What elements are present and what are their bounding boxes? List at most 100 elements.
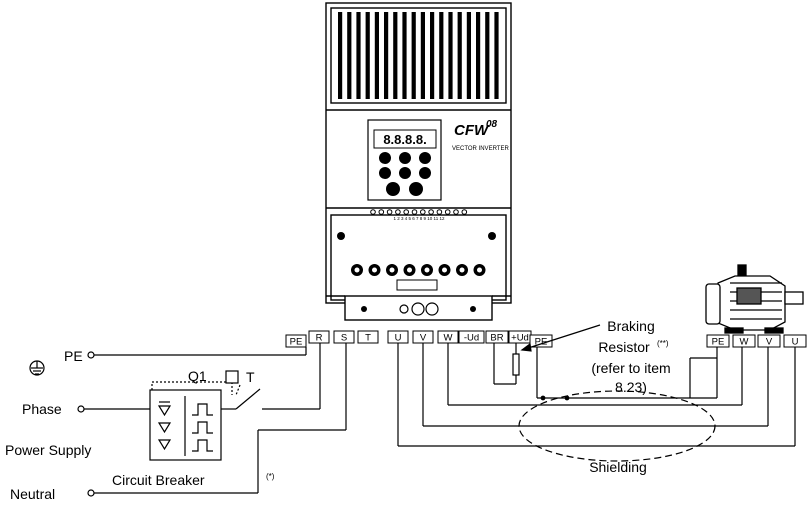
braking-resistor-label-1: Braking (607, 318, 654, 334)
down-key[interactable] (379, 167, 391, 179)
vent-slot (439, 12, 444, 99)
drive-terminal-u: U (387, 330, 409, 344)
drive-terminal-v: V (412, 330, 434, 344)
power-terminal-screws (351, 264, 486, 276)
terminal-label-plate (396, 279, 438, 291)
vent-slot (384, 12, 389, 99)
motor-terminal-block: PE W V U (706, 334, 807, 348)
drive-terminal-br: BR (485, 330, 509, 344)
svg-text:PE: PE (290, 337, 303, 348)
vent-slot (430, 12, 435, 99)
t-label: T (246, 369, 255, 385)
vent-slot (411, 12, 416, 99)
pe-label: PE (64, 348, 83, 364)
circuit-breaker-note: (*) (266, 472, 275, 481)
vent-slot (485, 12, 490, 99)
svg-text:W: W (740, 337, 749, 348)
start-key[interactable] (419, 152, 431, 164)
mounting-screw-right (488, 232, 496, 240)
vent-slot (457, 12, 462, 99)
svg-text:T: T (365, 333, 371, 344)
control-terminal (444, 209, 451, 215)
stop-key[interactable] (419, 167, 431, 179)
brand-logo: CFW 08 VECTOR INVERTER (452, 119, 509, 152)
wiring (29, 324, 796, 497)
circuit-breaker (149, 370, 239, 461)
control-terminal (428, 209, 434, 215)
svg-text:V: V (420, 333, 427, 344)
jog-key[interactable] (399, 167, 411, 179)
svg-text:PE: PE (712, 337, 725, 348)
vent-slot (448, 12, 453, 99)
control-terminal (461, 209, 468, 215)
mounting-screw-left (337, 232, 345, 240)
control-terminal (386, 209, 393, 215)
circuit-breaker-label: Circuit Breaker (112, 472, 205, 488)
neutral-label: Neutral (10, 486, 55, 502)
svg-text:S: S (341, 333, 347, 344)
motor-terminal-u: U (783, 334, 807, 348)
gland-plate (361, 302, 476, 316)
svg-text:U: U (395, 333, 402, 344)
drive-terminal-r: R (308, 330, 330, 344)
control-terminal (436, 209, 443, 215)
vent-slot (365, 12, 370, 99)
control-terminal (370, 209, 376, 215)
control-terminal (403, 209, 410, 215)
vent-slot (466, 12, 471, 99)
heatsink-vents (338, 12, 499, 99)
local-remote-key[interactable] (386, 182, 400, 196)
braking-resistor-label-2: Resistor (598, 339, 650, 355)
svg-text:-Ud: -Ud (464, 333, 479, 344)
motor-terminal-v: V (757, 334, 781, 348)
braking-refer-label-2: 8.23) (615, 379, 647, 395)
vent-slot (393, 12, 398, 99)
svg-text:U: U (792, 337, 799, 348)
vent-slot (402, 12, 407, 99)
brand-name: CFW (454, 122, 490, 139)
braking-resistor-note: (**) (657, 339, 669, 348)
drive-terminal-plusud: +Ud (508, 330, 532, 344)
keypad-display: 8.8.8.8. (383, 132, 426, 147)
drive-terminal-s: S (333, 330, 355, 344)
braking-refer-label-1: (refer to item (591, 360, 670, 376)
up-key[interactable] (379, 152, 391, 164)
svg-text:V: V (766, 337, 773, 348)
q1-label: Q1 (188, 368, 207, 384)
control-terminal-strip: 1 2 3 4 5 6 7 8 9 10 11 12 (337, 209, 496, 240)
control-terminal-numbers: 1 2 3 4 5 6 7 8 9 10 11 12 (394, 216, 445, 221)
prog-key[interactable] (399, 152, 411, 164)
vent-slot (476, 12, 481, 99)
svg-text:BR: BR (490, 333, 503, 344)
brand-subtitle: VECTOR INVERTER (452, 146, 509, 152)
vent-slot (356, 12, 361, 99)
vent-slot (347, 12, 352, 99)
power-supply-label: Power Supply (5, 442, 91, 458)
drive-terminal-block: PE R S T U V W -Ud BR +Ud PE (285, 330, 553, 348)
vent-slot (420, 12, 425, 99)
control-terminal (395, 209, 401, 215)
vent-slot (494, 12, 499, 99)
motor-terminal-pe: PE (706, 334, 730, 348)
control-terminal (411, 209, 418, 215)
keypad: 8.8.8.8. (367, 119, 442, 201)
control-terminal (420, 209, 426, 215)
brand-series: 08 (486, 119, 498, 130)
phase-label: Phase (22, 401, 62, 417)
braking-resistor (512, 353, 520, 376)
drive-terminal-w: W (437, 330, 459, 344)
svg-text:+Ud: +Ud (511, 333, 529, 344)
svg-text:W: W (444, 333, 453, 344)
control-terminal (453, 209, 459, 215)
shielding-label: Shielding (589, 459, 647, 475)
vent-slot (374, 12, 379, 99)
motor (705, 264, 804, 334)
svg-text:PE: PE (535, 337, 548, 348)
drive-terminal-minusud: -Ud (458, 330, 485, 344)
control-terminal (378, 209, 385, 215)
svg-text:R: R (316, 333, 323, 344)
motor-terminal-w: W (732, 334, 756, 348)
reverse-key[interactable] (409, 182, 423, 196)
